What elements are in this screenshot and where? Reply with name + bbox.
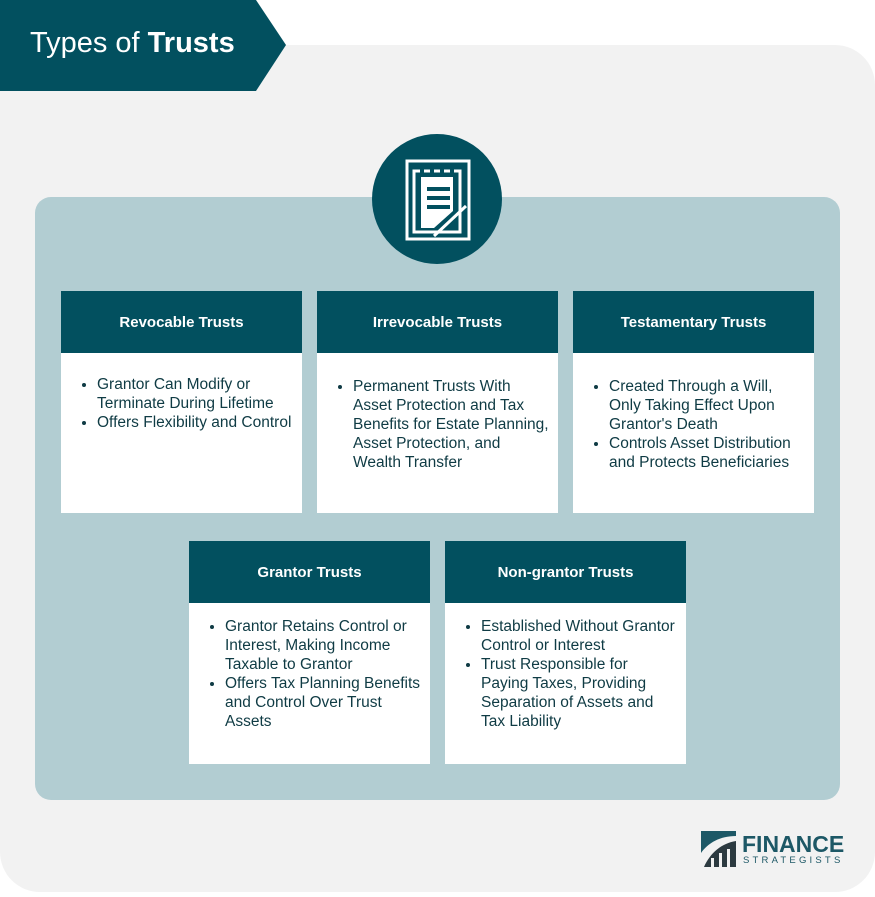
bullet: Grantor Can Modify or Terminate During L… <box>97 375 294 413</box>
title-banner: Types of Trusts <box>0 0 286 91</box>
card-title: Grantor Trusts <box>189 541 430 603</box>
logo-chart-icon <box>701 831 736 867</box>
card-testamentary: Testamentary Trusts Created Through a Wi… <box>573 291 814 513</box>
logo-text-strategists: STRATEGISTS <box>743 855 844 866</box>
page-title: Types of Trusts <box>30 27 235 60</box>
title-light: Types of <box>30 27 148 59</box>
card-title: Non-grantor Trusts <box>445 541 686 603</box>
bullet: Created Through a Will, Only Taking Effe… <box>609 377 806 434</box>
document-icon <box>372 134 502 264</box>
card-title: Revocable Trusts <box>61 291 302 353</box>
bullet: Established Without Grantor Control or I… <box>481 617 678 655</box>
card-irrevocable: Irrevocable Trusts Permanent Trusts With… <box>317 291 558 513</box>
card-non-grantor: Non-grantor Trusts Established Without G… <box>445 541 686 764</box>
card-title: Testamentary Trusts <box>573 291 814 353</box>
card-title: Irrevocable Trusts <box>317 291 558 353</box>
bullet: Grantor Retains Control or Interest, Mak… <box>225 617 422 674</box>
card-grantor: Grantor Trusts Grantor Retains Control o… <box>189 541 430 764</box>
card-revocable: Revocable Trusts Grantor Can Modify or T… <box>61 291 302 513</box>
bullet: Permanent Trusts With Asset Protection a… <box>353 377 550 472</box>
bullet: Offers Flexibility and Control <box>97 413 294 432</box>
bullet: Trust Responsible for Paying Taxes, Prov… <box>481 655 678 731</box>
bullet: Offers Tax Planning Benefits and Control… <box>225 674 422 731</box>
finance-strategists-logo: FINANCE STRATEGISTS <box>700 831 844 872</box>
bullet: Controls Asset Distribution and Protects… <box>609 434 806 472</box>
title-bold: Trusts <box>147 27 235 59</box>
logo-text-finance: FINANCE <box>742 831 845 857</box>
